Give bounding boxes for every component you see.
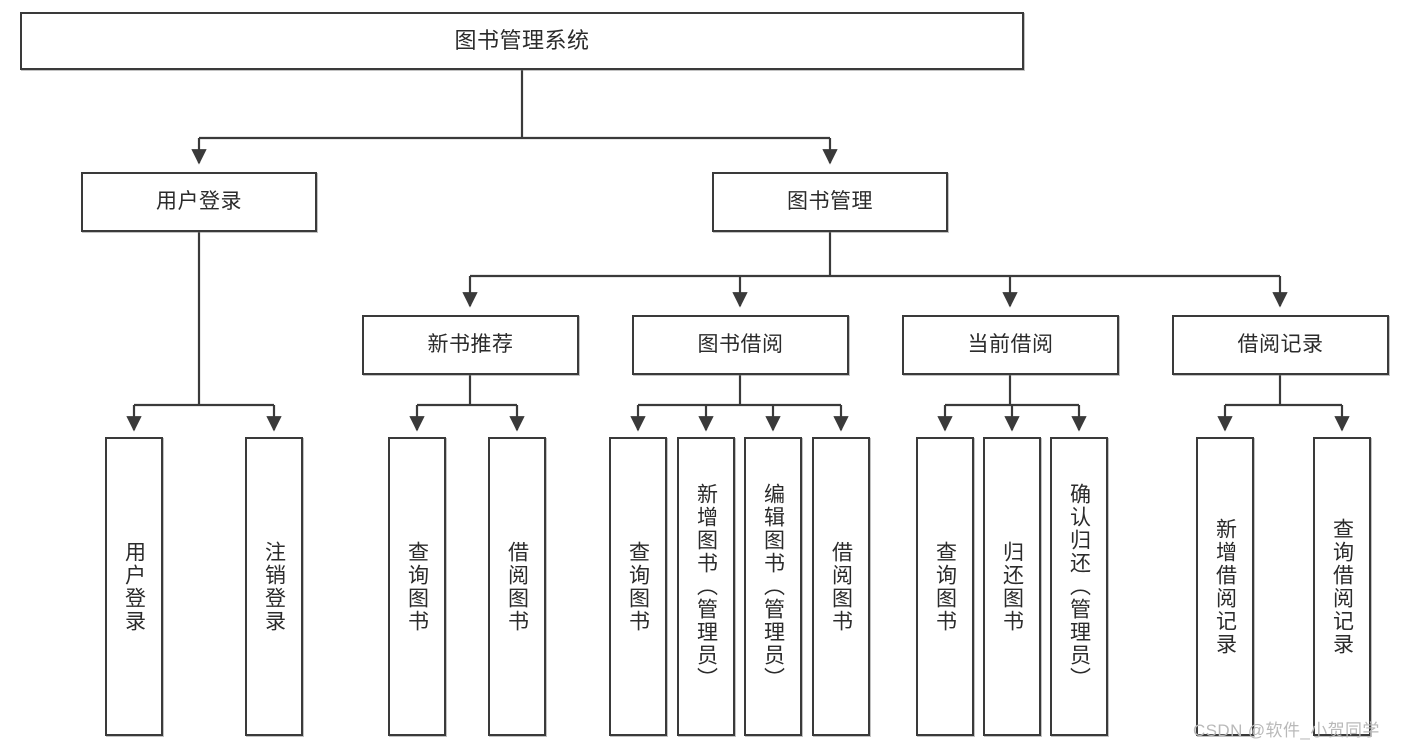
node-leaf-user-logout-label: 注销登录 — [262, 540, 286, 633]
node-leaf-edit-book-label: 编辑图书（管理员） — [761, 483, 785, 690]
node-leaf-user-login[interactable]: 用户登录 — [105, 437, 163, 736]
node-leaf-borrow-book-rec[interactable]: 借阅图书 — [488, 437, 546, 736]
node-book-manage[interactable]: 图书管理 — [712, 172, 948, 232]
node-book-borrow[interactable]: 图书借阅 — [632, 315, 849, 375]
node-leaf-user-logout[interactable]: 注销登录 — [245, 437, 303, 736]
node-leaf-add-book-label: 新增图书（管理员） — [694, 483, 718, 690]
node-leaf-return-book-label: 归还图书 — [1000, 540, 1024, 633]
node-user-login[interactable]: 用户登录 — [81, 172, 317, 232]
node-leaf-edit-book[interactable]: 编辑图书（管理员） — [744, 437, 802, 736]
node-leaf-query-book-borrow-label: 查询图书 — [626, 540, 650, 633]
node-leaf-query-borrow-record-label: 查询借阅记录 — [1330, 517, 1354, 656]
node-user-login-label: 用户登录 — [156, 189, 242, 213]
node-leaf-add-book[interactable]: 新增图书（管理员） — [677, 437, 735, 736]
node-current-borrow[interactable]: 当前借阅 — [902, 315, 1119, 375]
node-new-book-recommend-label: 新书推荐 — [427, 332, 514, 356]
node-leaf-borrow-book[interactable]: 借阅图书 — [812, 437, 870, 736]
csdn-watermark: CSDN @软件_小贺同学 — [1193, 721, 1380, 740]
node-leaf-query-book-borrow[interactable]: 查询图书 — [609, 437, 667, 736]
node-leaf-confirm-return[interactable]: 确认归还（管理员） — [1050, 437, 1108, 736]
node-leaf-add-borrow-record-label: 新增借阅记录 — [1213, 517, 1237, 656]
node-leaf-borrow-book-label: 借阅图书 — [829, 540, 853, 633]
node-leaf-query-book-current[interactable]: 查询图书 — [916, 437, 974, 736]
node-borrow-record-label: 借阅记录 — [1237, 332, 1324, 356]
node-leaf-confirm-return-label: 确认归还（管理员） — [1067, 483, 1091, 690]
node-leaf-query-book-rec-label: 查询图书 — [405, 540, 429, 633]
node-leaf-return-book[interactable]: 归还图书 — [983, 437, 1041, 736]
node-root-label: 图书管理系统 — [454, 28, 590, 54]
node-leaf-add-borrow-record[interactable]: 新增借阅记录 — [1196, 437, 1254, 736]
node-new-book-recommend[interactable]: 新书推荐 — [362, 315, 579, 375]
node-leaf-query-borrow-record[interactable]: 查询借阅记录 — [1313, 437, 1371, 736]
node-leaf-query-book-current-label: 查询图书 — [933, 540, 957, 633]
node-borrow-record[interactable]: 借阅记录 — [1172, 315, 1389, 375]
node-current-borrow-label: 当前借阅 — [967, 332, 1054, 356]
node-leaf-user-login-label: 用户登录 — [122, 540, 146, 633]
node-book-manage-label: 图书管理 — [787, 189, 873, 213]
node-leaf-query-book-rec[interactable]: 查询图书 — [388, 437, 446, 736]
node-root[interactable]: 图书管理系统 — [20, 12, 1024, 70]
node-book-borrow-label: 图书借阅 — [697, 332, 784, 356]
node-leaf-borrow-book-rec-label: 借阅图书 — [505, 540, 529, 633]
